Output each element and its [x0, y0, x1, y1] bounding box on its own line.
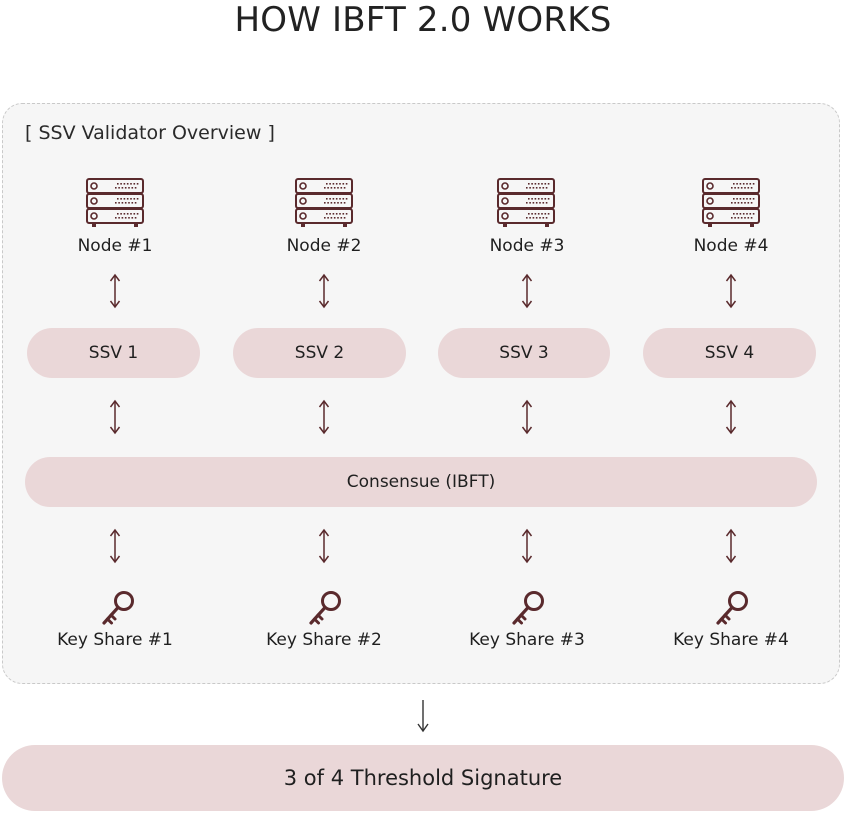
bidirectional-arrow-icon: [521, 399, 533, 435]
key-icon: [309, 591, 341, 625]
node-label-1: Node #1: [77, 236, 153, 256]
page-title: HOW IBFT 2.0 WORKS: [234, 0, 612, 40]
bidirectional-arrow-icon: [725, 399, 737, 435]
ssv-pill-1: SSV 1: [27, 328, 200, 378]
key-icon: [716, 591, 748, 625]
bidirectional-arrow-icon: [109, 399, 121, 435]
bidirectional-arrow-icon: [521, 528, 533, 564]
bidirectional-arrow-icon: [521, 273, 533, 309]
consensus-pill: Consensue (IBFT): [25, 457, 817, 507]
bidirectional-arrow-icon: [318, 528, 330, 564]
bidirectional-arrow-icon: [318, 273, 330, 309]
server-icon: [295, 178, 353, 227]
bidirectional-arrow-icon: [109, 273, 121, 309]
key-icon: [102, 591, 134, 625]
ssv-validator-overview-panel: [2, 103, 840, 684]
server-icon: [497, 178, 555, 227]
bidirectional-arrow-icon: [725, 273, 737, 309]
ssv-pill-2: SSV 2: [233, 328, 406, 378]
bidirectional-arrow-icon: [725, 528, 737, 564]
key-share-label-2: Key Share #2: [266, 630, 382, 650]
key-share-label-4: Key Share #4: [673, 630, 789, 650]
node-label-3: Node #3: [489, 236, 565, 256]
threshold-signature-pill: 3 of 4 Threshold Signature: [2, 745, 844, 811]
server-icon: [86, 178, 144, 227]
key-icon: [512, 591, 544, 625]
down-arrow-icon: [417, 700, 429, 733]
node-label-2: Node #2: [286, 236, 362, 256]
bidirectional-arrow-icon: [109, 528, 121, 564]
ssv-pill-4: SSV 4: [643, 328, 816, 378]
ssv-pill-3: SSV 3: [438, 328, 610, 378]
key-share-label-3: Key Share #3: [469, 630, 585, 650]
overview-label: [ SSV Validator Overview ]: [25, 122, 275, 144]
bidirectional-arrow-icon: [318, 399, 330, 435]
key-share-label-1: Key Share #1: [57, 630, 173, 650]
server-icon: [702, 178, 760, 227]
node-label-4: Node #4: [693, 236, 769, 256]
